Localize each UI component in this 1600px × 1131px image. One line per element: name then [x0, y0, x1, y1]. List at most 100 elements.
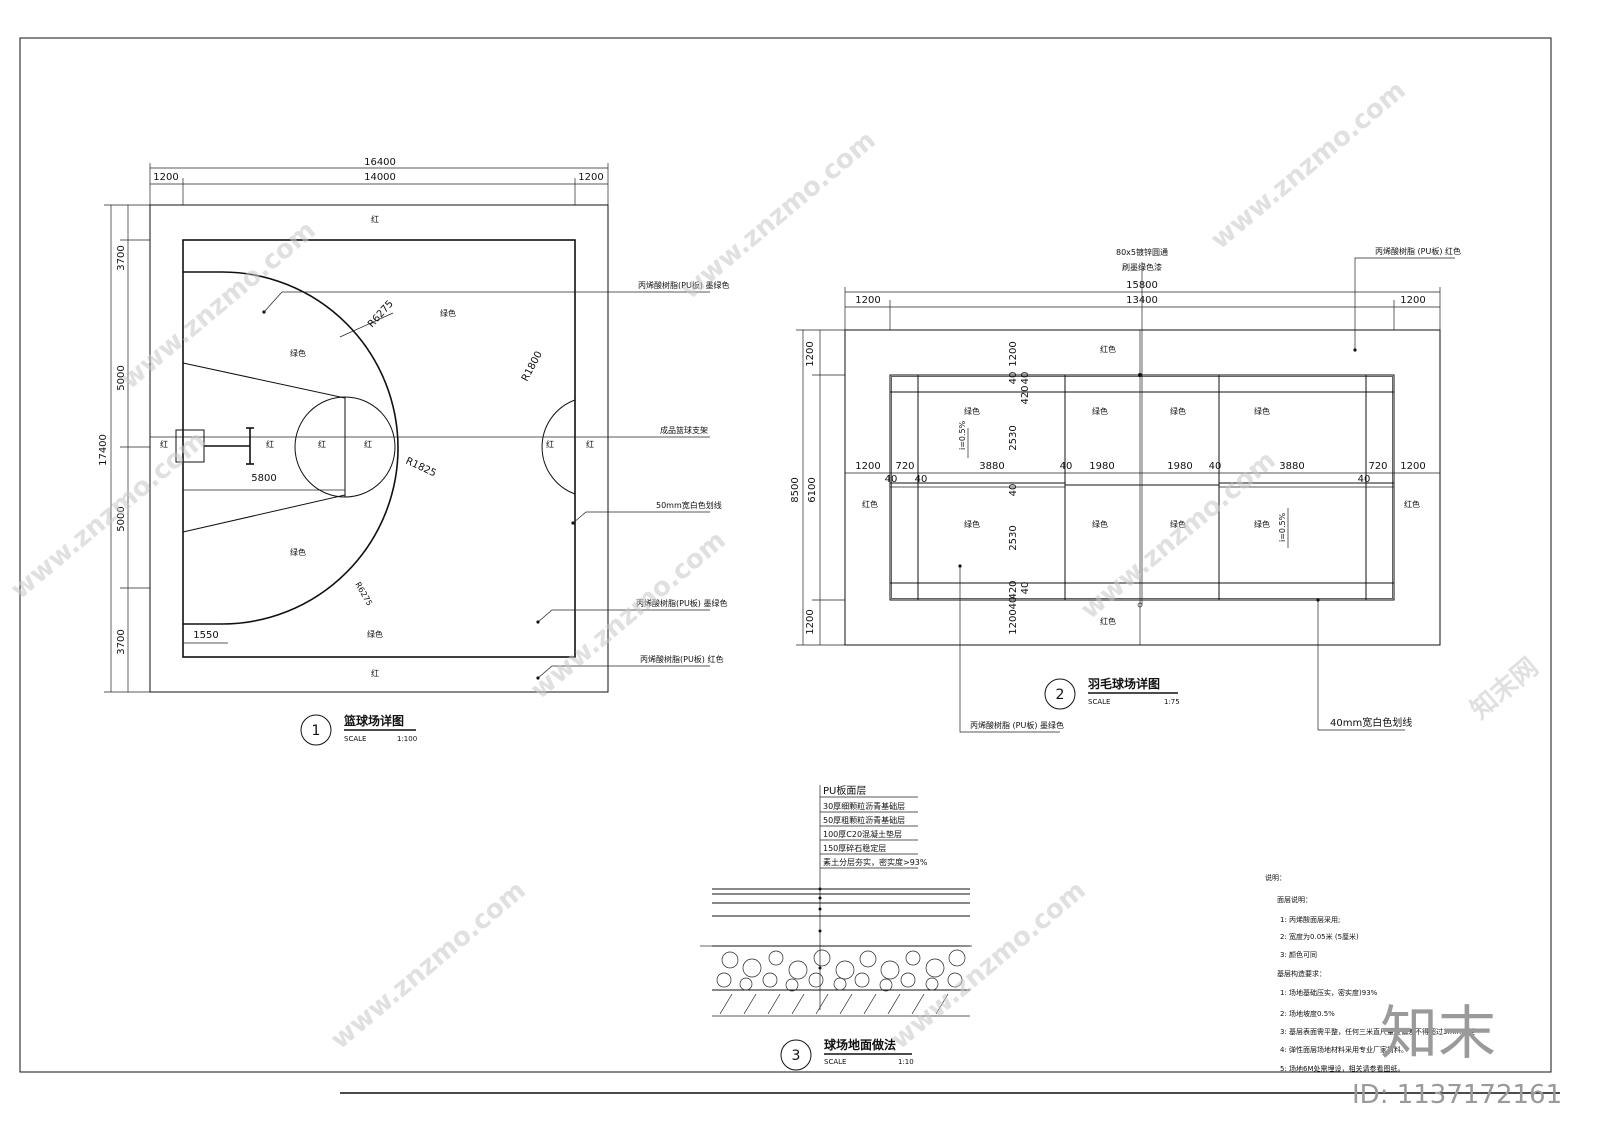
dim-row: 40: [1209, 461, 1222, 472]
dim-row: 40: [1060, 461, 1073, 472]
label-red: 红: [371, 214, 379, 224]
dim-row: 1980: [1167, 461, 1192, 472]
slope-label: i=0.5%: [958, 420, 967, 450]
notes-subtitle: 面层说明：: [1277, 895, 1312, 904]
watermark-text: www.znzmo.com: [115, 215, 321, 395]
watermark-text: www.znzmo.com: [325, 875, 531, 1055]
callout-pu-red: 丙烯酸树脂 (PU板) 红色: [1375, 246, 1461, 256]
dim-vertical: 420: [1008, 580, 1019, 599]
scale-label: SCALE: [344, 735, 366, 743]
note-item: 4: 弹性面层场地材料采用专业厂家材料。: [1280, 1045, 1408, 1054]
soil-hatch: [719, 993, 949, 1015]
layer-label: 150厚碎石稳定层: [823, 843, 886, 853]
label-red: 红: [546, 439, 554, 449]
dim-vertical: 1200: [1008, 341, 1019, 366]
dim-lower-mid: 5000: [116, 506, 127, 531]
note-item: 3: 颜色可同: [1280, 950, 1317, 959]
drawing-number-circle: [300, 714, 332, 746]
design-notes: 说明： 面层说明： 1: 丙烯酸面层采用; 2: 宽度为0.05米 (5厘米) …: [1265, 873, 1475, 1073]
label-green: 绿色: [1170, 406, 1186, 416]
dim-vertical: 40: [1008, 484, 1019, 497]
label-green: 绿色: [1092, 406, 1108, 416]
dim-left-margin: 1200: [153, 172, 178, 183]
slope-label: i=0.5%: [1278, 512, 1287, 542]
label-green: 绿色: [964, 519, 980, 529]
callout-pu-red: 丙烯酸树脂(PU板) 红色: [640, 654, 723, 664]
watermark-layer: www.znzmo.com www.znzmo.com www.znzmo.co…: [5, 75, 1544, 1055]
dim-row: 40: [885, 474, 898, 485]
label-green: 绿色: [290, 348, 306, 358]
dim-vertical: 40: [1020, 582, 1031, 595]
layer-label: 100厚C20混凝土垫层: [823, 829, 902, 839]
layer-label: 50厚粗颗粒沥青基础层: [823, 815, 905, 825]
callout-pu-green: 丙烯酸树脂(PU板) 墨绿色: [638, 280, 729, 290]
label-green: 绿色: [1170, 519, 1186, 529]
dim-row: 1200: [855, 461, 880, 472]
label-red: 红: [371, 668, 379, 678]
dim-row: 720: [1368, 461, 1387, 472]
dim-right: 1200: [1400, 295, 1425, 306]
dim-vertical: 40: [1008, 597, 1019, 610]
dim-vertical: 2530: [1008, 425, 1019, 450]
label-green: 绿色: [1254, 519, 1270, 529]
dim-total-height: 8500: [790, 477, 801, 502]
dim-upper-mid: 5000: [116, 365, 127, 390]
callout-white-line: 50mm宽白色划线: [656, 500, 722, 510]
scale-value: 1:100: [397, 735, 417, 743]
label-red: 红: [266, 439, 274, 449]
label-green: 绿色: [1254, 406, 1270, 416]
dim-left: 1200: [855, 295, 880, 306]
label-green: 绿色: [290, 547, 306, 557]
center-circle: [541, 399, 576, 495]
dim-top: 1200: [805, 341, 816, 366]
label-red: 红: [160, 439, 168, 449]
note-item: 5: 场地6M处需埋设，相关请参看图纸。: [1280, 1064, 1405, 1073]
label-red: 红色: [1100, 344, 1116, 354]
dim-row: 40: [915, 474, 928, 485]
note-item: 1: 丙烯酸面层采用;: [1280, 915, 1340, 924]
label-green: 绿色: [440, 308, 456, 318]
callout-pu-green: 丙烯酸树脂 (PU板) 墨绿色: [970, 720, 1064, 730]
radius-r6275: R6275: [366, 299, 396, 330]
drawing-title: 篮球场详图: [343, 713, 404, 728]
dim-row: 40: [1358, 474, 1371, 485]
scale-label: SCALE: [824, 1058, 846, 1066]
label-red: 红: [364, 439, 372, 449]
ground-section-detail: PU板面层 30厚细颗粒沥青基础层 50厚粗颗粒沥青基础层 100厚C20混凝土…: [700, 784, 972, 1071]
dim-inner-width: 14000: [364, 172, 396, 183]
gravel-hatch: [716, 949, 966, 992]
watermark-text: www.znzmo.com: [885, 875, 1091, 1055]
court-outer-boundary: [844, 329, 1441, 646]
dim-vertical: 40: [1020, 372, 1031, 385]
label-red: 红: [318, 439, 326, 449]
brand-logo: 知末: [1380, 999, 1496, 1067]
dim-right-margin: 1200: [578, 172, 603, 183]
drawing-number-circle: [780, 1039, 812, 1071]
note-item: 2: 场地坡度0.5%: [1280, 1009, 1335, 1018]
drawing-number: 1: [312, 723, 321, 739]
image-id: ID: 1137172161: [1352, 1080, 1562, 1110]
dim-vertical: 2530: [1008, 525, 1019, 550]
three-point-line: [183, 271, 399, 625]
layer-label: PU板面层: [823, 784, 866, 797]
dim-total-height: 17400: [98, 434, 109, 466]
label-green: 绿色: [964, 406, 980, 416]
dim-vertical: 1200: [1008, 609, 1019, 634]
radius-r1800: R1800: [520, 350, 545, 384]
dim-total-width: 16400: [364, 157, 396, 168]
dim-5800: 5800: [251, 473, 276, 484]
dim-row: 3880: [979, 461, 1004, 472]
callout-white-line: 40mm宽白色划线: [1330, 716, 1412, 729]
dim-inner-height: 6100: [807, 477, 818, 502]
watermark-text: www.znzmo.com: [1205, 75, 1411, 255]
court-outer-boundary: [149, 204, 609, 693]
scale-label: SCALE: [1088, 698, 1110, 706]
drawing-number: 2: [1056, 687, 1065, 703]
dim-row: 1980: [1089, 461, 1114, 472]
sheet-border: [19, 37, 1552, 1073]
label-red: 红色: [1100, 616, 1116, 626]
radius-r6275: R6275: [353, 581, 374, 608]
dim-row: 720: [895, 461, 914, 472]
dim-top: 3700: [116, 245, 127, 270]
